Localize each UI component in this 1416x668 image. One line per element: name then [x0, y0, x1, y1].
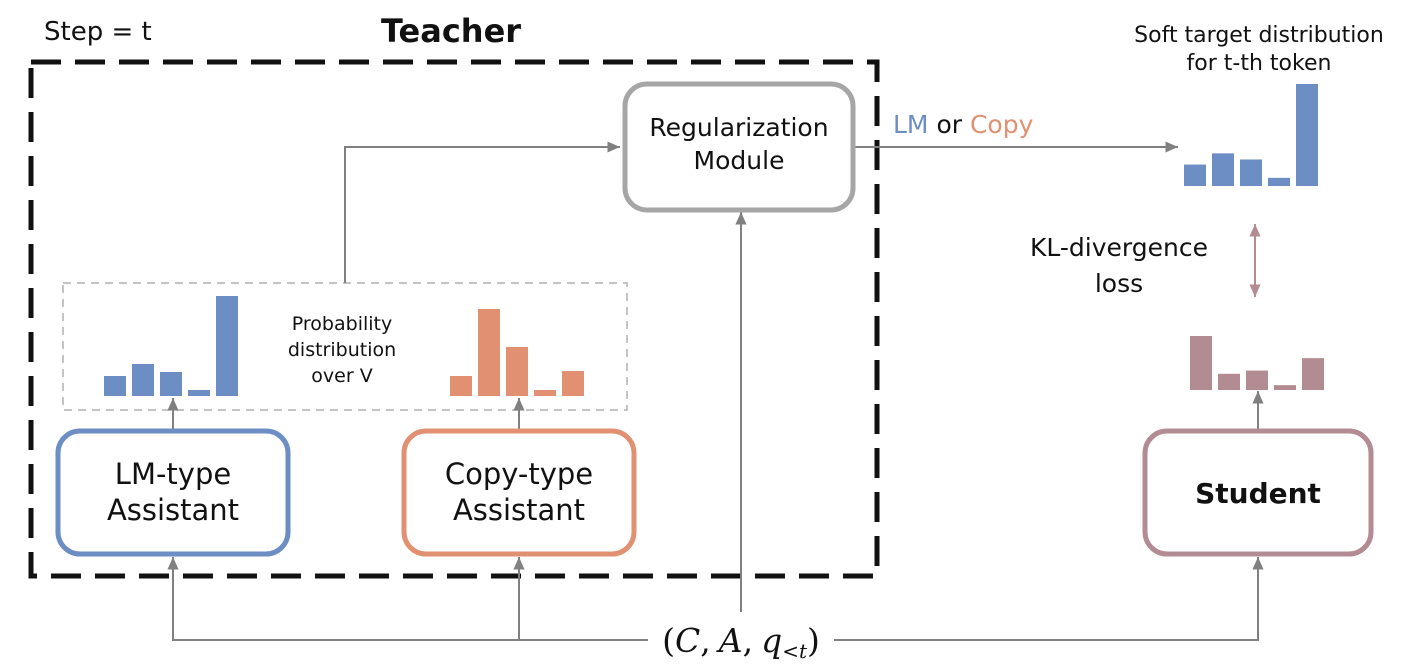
student-dist-bar — [1302, 358, 1324, 390]
kl-label-line1: KL-divergence — [1030, 233, 1208, 262]
choice-copy: Copy — [970, 110, 1034, 139]
lm-dist-bar — [104, 376, 126, 396]
student-dist-bar — [1246, 370, 1268, 390]
soft-target-distribution — [1184, 84, 1318, 186]
lm-dist-bar — [188, 390, 210, 396]
regularization-label-line2: Module — [694, 146, 785, 175]
input-tuple: (C,A,q<t) — [662, 621, 820, 663]
soft-target-bar — [1212, 153, 1234, 186]
student-dist-bar — [1274, 385, 1296, 390]
lm-dist-bar — [216, 296, 238, 396]
choice-or: or — [929, 110, 970, 139]
copy-distribution — [450, 309, 584, 396]
choice-lm: LM — [893, 110, 929, 139]
prob-label-line3: over V — [311, 365, 372, 387]
input-to-student-arrow — [830, 557, 1264, 641]
copy-dist-bar — [534, 390, 556, 396]
copy-dist-bar — [506, 347, 528, 396]
soft-target-bar — [1184, 164, 1206, 186]
student-dist-bar — [1218, 373, 1240, 390]
copy-assistant-box — [401, 428, 637, 557]
copy-assistant-label-line2: Assistant — [453, 493, 585, 527]
soft-target-label-line2: for t-th token — [1187, 51, 1332, 76]
prob-to-module-arrow — [344, 141, 620, 283]
lm-assistant-label-line2: Assistant — [107, 493, 239, 527]
soft-target-label-line1: Soft target distribution — [1134, 23, 1384, 48]
lm-dist-bar — [132, 364, 154, 396]
lm-dist-bar — [160, 372, 182, 396]
copy-dist-bar — [562, 371, 584, 396]
student-label: Student — [1195, 477, 1321, 510]
regularization-module-box — [622, 81, 856, 213]
student-box — [1142, 428, 1374, 557]
lm-assistant-label-line1: LM-type — [115, 457, 231, 491]
lm-assistant-box — [55, 428, 291, 557]
connectors — [167, 141, 1264, 641]
prob-label-line1: Probability — [292, 313, 392, 335]
copy-dist-bar — [450, 376, 472, 396]
choice-label: LM or Copy — [893, 110, 1034, 139]
student-dist-bar — [1190, 336, 1212, 390]
kl-label-line2: loss — [1095, 269, 1143, 298]
step-label: Step = t — [44, 17, 152, 47]
teacher-label: Teacher — [381, 12, 521, 50]
regularization-label-line1: Regularization — [649, 113, 828, 142]
copy-assistant-label-line1: Copy-type — [445, 457, 593, 491]
copy-dist-bar — [478, 309, 500, 396]
student-distribution — [1190, 336, 1324, 390]
prob-label-line2: distribution — [288, 339, 396, 361]
input-to-lm-arrow — [167, 557, 650, 641]
soft-target-bar — [1240, 159, 1262, 186]
lm-distribution — [104, 296, 238, 396]
soft-target-bar — [1268, 177, 1290, 186]
soft-target-bar — [1296, 84, 1318, 186]
input-tuple-bg — [648, 618, 834, 664]
teacher-box — [28, 59, 880, 579]
